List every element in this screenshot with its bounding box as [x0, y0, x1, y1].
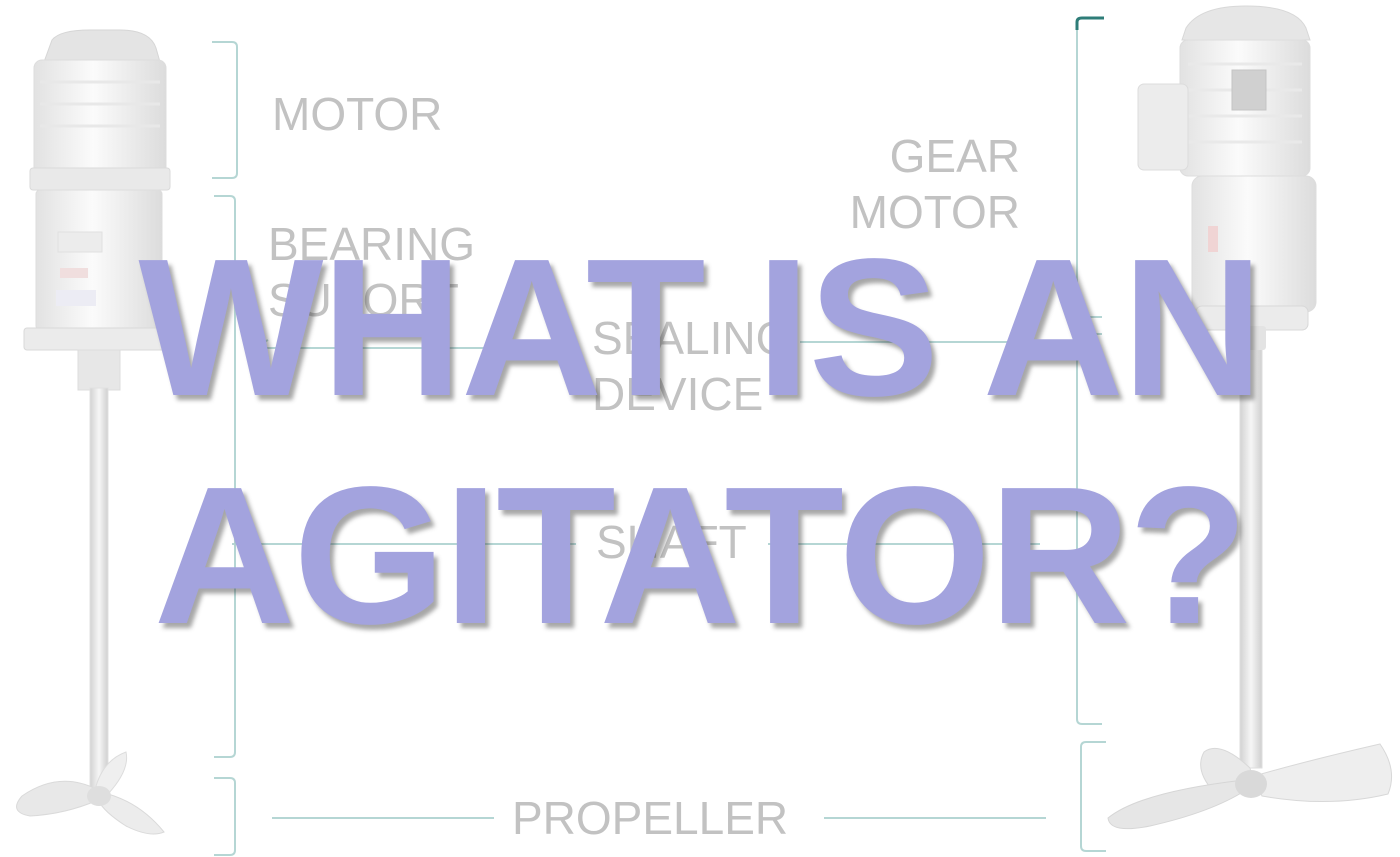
left-motor-cap	[44, 30, 160, 62]
label-propeller: PROPELLER	[512, 790, 788, 846]
title-line-2: AGITATOR?	[0, 456, 1400, 656]
label-propeller-text: PROPELLER	[512, 790, 788, 846]
label-gear-motor-line-1: GEAR	[780, 128, 1020, 184]
label-motor-text: MOTOR	[272, 86, 442, 142]
bracket-propeller-right	[1081, 742, 1106, 851]
title-line-1: WHAT IS AN	[0, 228, 1400, 428]
left-motor-body	[34, 60, 166, 178]
bracket-propeller-left	[214, 778, 235, 855]
bracket-accent	[1077, 18, 1104, 30]
right-terminal-box	[1138, 84, 1188, 170]
label-motor: MOTOR	[272, 86, 442, 142]
bracket-motor	[212, 42, 237, 178]
right-motor-fan-cover	[1182, 6, 1310, 40]
